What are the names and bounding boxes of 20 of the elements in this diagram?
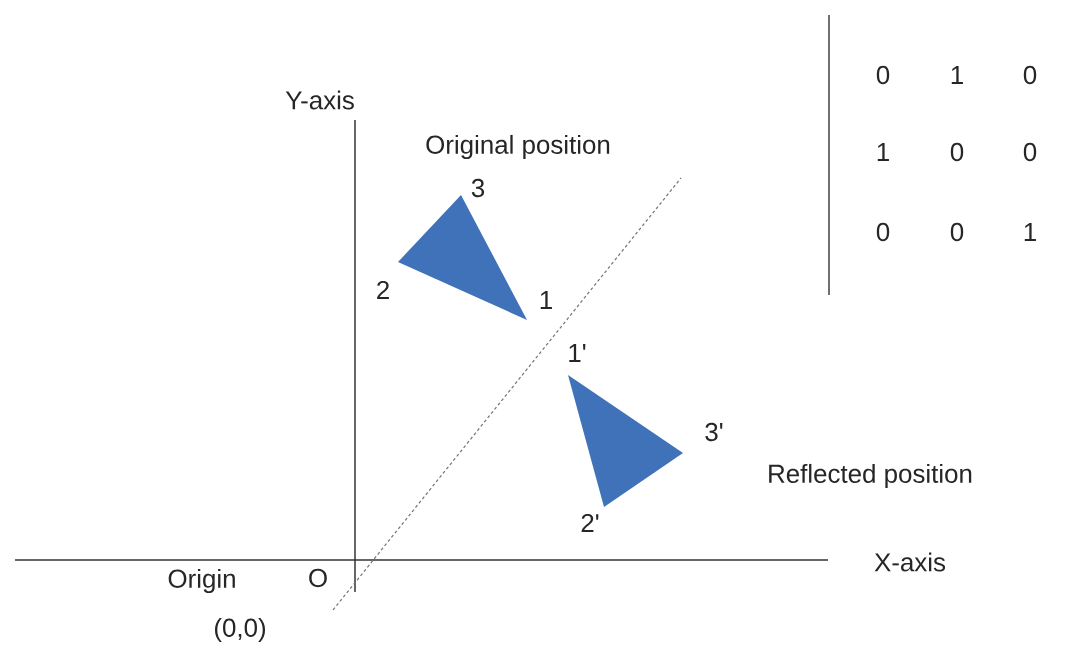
origin-label: Origin xyxy=(168,568,235,594)
matrix-entry: 1 xyxy=(1024,223,1036,241)
position-label: Original position xyxy=(426,134,610,160)
matrix-entry: 0 xyxy=(876,65,890,85)
matrix-entry: 0 xyxy=(1023,65,1037,85)
matrix-entry: 0 xyxy=(1023,142,1037,162)
position-label: Reflected position xyxy=(769,463,972,489)
vertex-label: 3 xyxy=(471,178,485,198)
axis-label: X-axis xyxy=(874,552,946,572)
vertex-label: 1 xyxy=(540,291,552,309)
axis-label: Y-axis xyxy=(285,90,354,110)
origin-label: (0,0) xyxy=(215,617,265,643)
matrix-entry: 1 xyxy=(877,143,889,161)
origin-label: O xyxy=(309,568,327,588)
matrix-entry: 1 xyxy=(951,66,963,84)
matrix-entry: 0 xyxy=(876,222,890,242)
matrix-entry: 0 xyxy=(950,142,964,162)
vertex-label: 1' xyxy=(569,344,586,362)
matrix-entry: 0 xyxy=(950,222,964,242)
reflected-triangle xyxy=(568,375,683,507)
